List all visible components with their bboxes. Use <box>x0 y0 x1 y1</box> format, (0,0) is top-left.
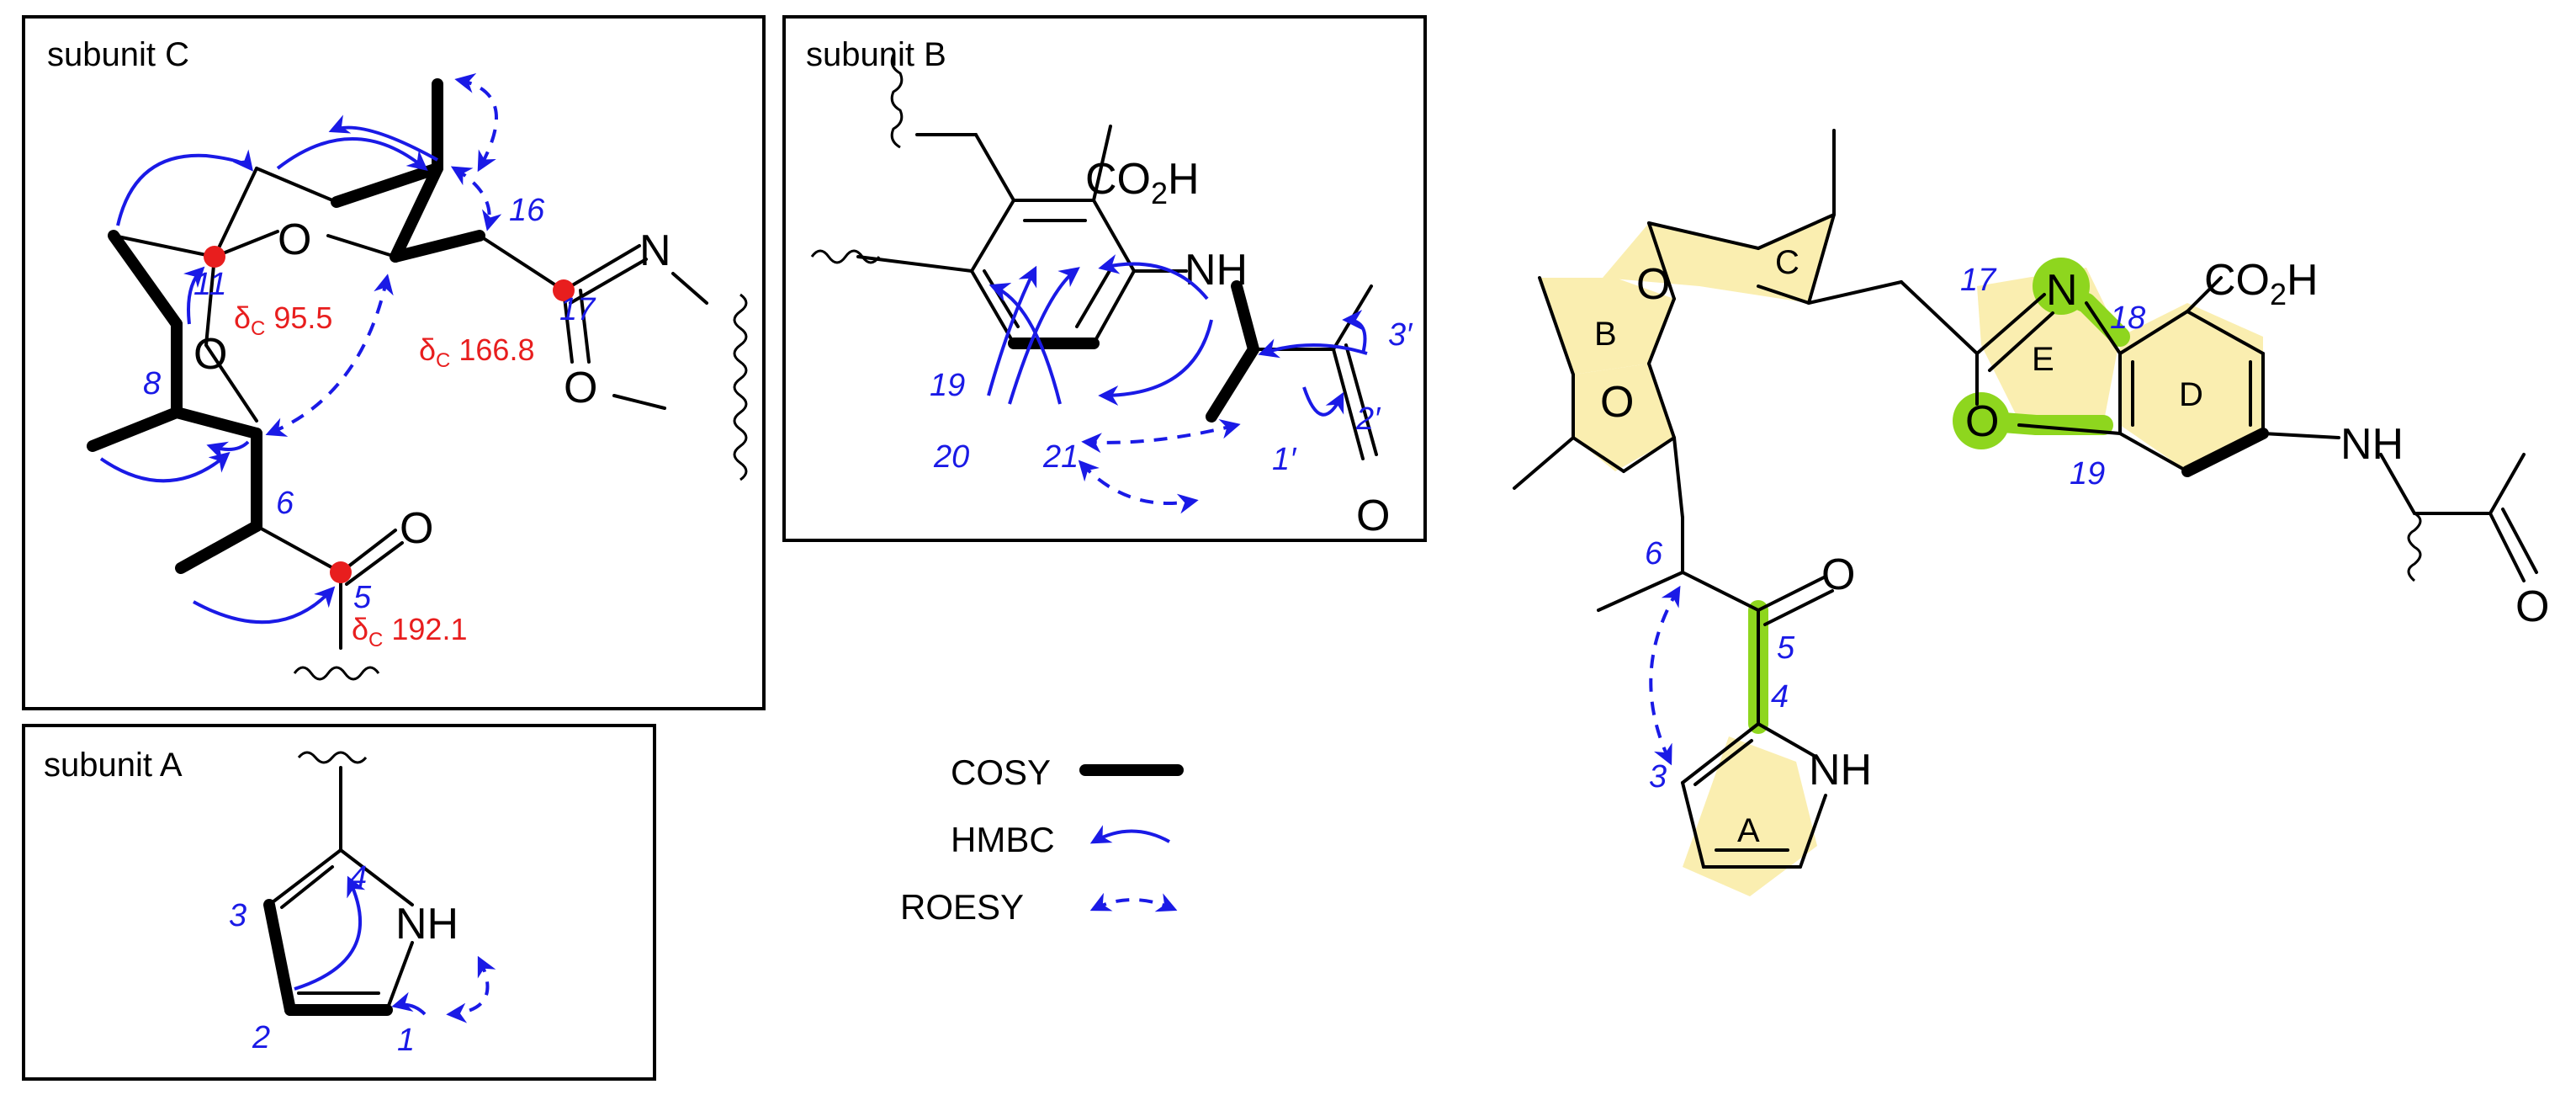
ketone-oxygen-label: O <box>1821 550 1855 599</box>
ketone-oxygen-label: O <box>2515 582 2549 631</box>
full-structure: O O N O CO2H NH O O NH A B C D E 17 18 1… <box>1513 129 2549 896</box>
imine-nitrogen-label: N <box>639 226 671 275</box>
ring-b-label: B <box>1594 316 1617 353</box>
subunit-a-atoms: NH <box>395 900 458 949</box>
ring-b-fill <box>1540 278 1674 375</box>
subunit-c-title: subunit C <box>47 36 189 73</box>
atom-number: 6 <box>1645 536 1663 571</box>
ring-oxygen-label: O <box>278 215 311 264</box>
subunit-c-atoms: O O N O O <box>193 215 671 553</box>
pyrrole-nh-label: NH <box>395 900 458 949</box>
carboxylic-acid-label: CO2H <box>1085 155 1200 210</box>
legend-hmbc-label: HMBC <box>951 820 1055 859</box>
c5-marker <box>330 561 352 583</box>
legend-roesy-label: ROESY <box>900 887 1024 927</box>
atom-number: 3 <box>229 898 246 933</box>
oxazole-nitrogen-label: N <box>2046 266 2078 315</box>
subunit-b-panel: subunit B CO2H NH <box>782 15 1427 542</box>
subunit-c-skeleton <box>87 78 748 681</box>
full-structure-ring-labels: A B C D E <box>1594 244 2203 849</box>
legend-roesy-arrow <box>1089 892 1178 912</box>
ketone-oxygen-label: O <box>1356 492 1390 540</box>
subunit-c-correlations <box>99 73 502 625</box>
atom-number: 1 <box>397 1023 415 1058</box>
atom-number: 1′ <box>1272 442 1297 477</box>
atom-number: 19 <box>930 368 965 403</box>
ring-c-label: C <box>1775 244 1799 281</box>
carbonyl-oxygen-label: O <box>564 364 597 412</box>
legend-hmbc-arrow <box>1089 825 1170 844</box>
subunit-b-skeleton <box>810 54 1378 460</box>
atom-number: 21 <box>1042 439 1079 475</box>
ring-a-fill <box>1683 736 1817 896</box>
full-structure-skeleton <box>1513 129 2538 869</box>
pyrrole-nh-label: NH <box>1809 746 1872 795</box>
atom-number: 3′ <box>1388 317 1413 353</box>
atom-number: 5 <box>1777 630 1795 666</box>
atom-number: 16 <box>509 193 545 228</box>
carboxylic-acid-label: CO2H <box>2204 256 2319 311</box>
c11-marker <box>204 246 225 268</box>
amine-nh-label: NH <box>2340 420 2404 469</box>
atom-number: 5 <box>353 580 372 615</box>
legend: COSY HMBC ROESY <box>900 752 1184 927</box>
atom-number: 17 <box>559 292 596 327</box>
ring-a-label: A <box>1737 812 1760 849</box>
full-structure-numbers: 17 18 19 6 5 4 3 <box>1645 263 2145 795</box>
ring-oxygen-label: O <box>1600 378 1634 427</box>
subunit-a-title: subunit A <box>44 747 183 784</box>
c17-marker <box>553 279 575 301</box>
ketone-oxygen-label: O <box>400 504 433 553</box>
full-structure-atoms: O O N O CO2H NH O O NH <box>1600 256 2549 795</box>
atom-number: 8 <box>143 366 161 401</box>
subunit-a-panel: subunit A NH 4 3 2 1 <box>22 724 656 1081</box>
ring-d-fill <box>2120 303 2263 471</box>
atom-number: 19 <box>2070 456 2105 492</box>
atom-number: 18 <box>2110 300 2145 336</box>
atom-number: 20 <box>933 439 969 475</box>
ring-oxygen-label: O <box>1636 260 1670 309</box>
atom-number: 17 <box>1960 263 1997 298</box>
highlight-n <box>2033 258 2090 315</box>
ring-e-label: E <box>2032 341 2054 378</box>
subunit-c-panel: subunit C <box>22 15 766 710</box>
subunit-b-numbers: 19 20 21 1′ 2′ 3′ <box>930 317 1413 477</box>
ring-d-label: D <box>2179 376 2203 413</box>
legend-cosy-label: COSY <box>951 752 1051 792</box>
highlight-o <box>1953 392 2010 449</box>
subunit-b-atoms: CO2H NH O <box>1085 155 1390 540</box>
atom-number: 2 <box>252 1020 270 1055</box>
atom-number: 3 <box>1649 759 1667 795</box>
ring-b-lower-fill <box>1573 364 1674 471</box>
ring-oxygen-label: O <box>193 330 227 379</box>
subunit-a-skeleton <box>263 751 414 1016</box>
ring-c-fill <box>1603 215 1834 303</box>
subunit-b-title: subunit B <box>806 36 946 73</box>
full-structure-correlations <box>1649 585 1681 766</box>
atom-number: 6 <box>276 486 294 521</box>
subunit-b-correlations <box>987 254 1368 514</box>
atom-number: 4 <box>1771 679 1789 715</box>
subunit-a-correlations <box>294 875 496 1023</box>
oxazole-oxygen-label: O <box>1965 397 1999 446</box>
subunit-a-numbers: 4 3 2 1 <box>229 860 415 1058</box>
atom-number: 2′ <box>1355 401 1381 437</box>
atom-number: 4 <box>349 860 367 896</box>
